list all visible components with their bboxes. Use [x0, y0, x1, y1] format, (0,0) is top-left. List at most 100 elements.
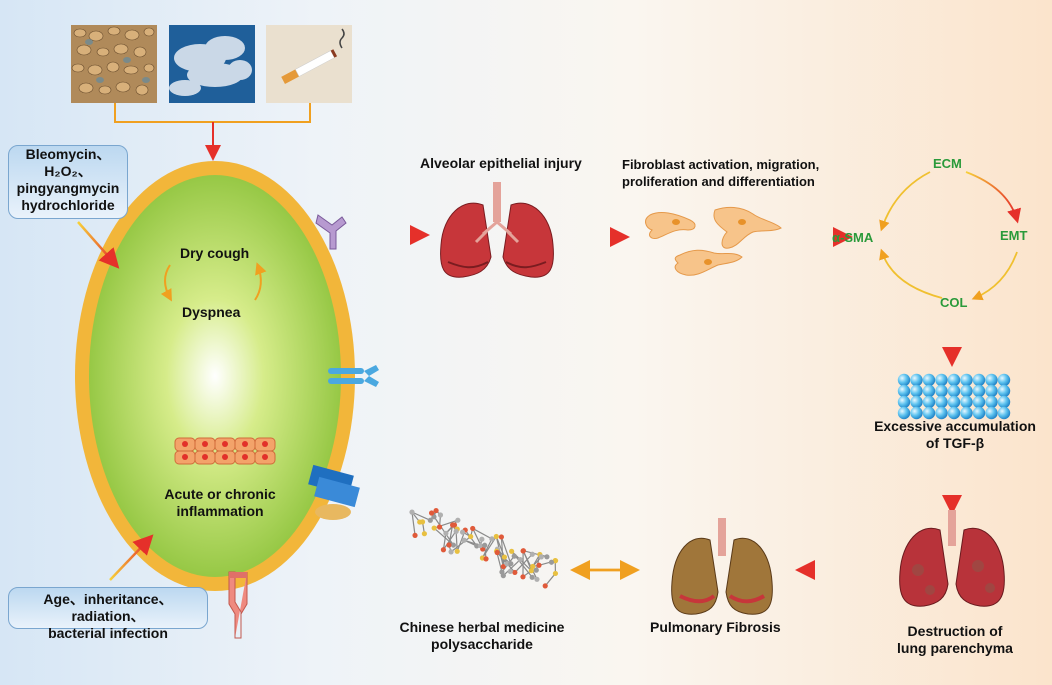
atom [443, 530, 449, 536]
sphere [947, 384, 961, 398]
atom [489, 536, 495, 542]
sphere [922, 406, 936, 420]
bond [472, 527, 493, 540]
atom [544, 554, 550, 560]
cigarette-photo [266, 25, 352, 103]
destruction-label: Destruction of lung parenchyma [880, 623, 1030, 657]
atom [428, 510, 435, 516]
atom [483, 556, 489, 562]
sphere [972, 384, 986, 398]
atom [448, 549, 454, 555]
atom [504, 561, 510, 567]
cell-body [89, 175, 341, 577]
gravel-photo [71, 25, 157, 103]
atom [477, 542, 483, 549]
fibrotic-lung-icon [671, 518, 773, 615]
destruction-line: lung parenchyma [897, 640, 1013, 656]
atom [520, 548, 526, 554]
atom [454, 548, 460, 554]
bond [544, 573, 556, 587]
atom [548, 559, 555, 565]
atom [455, 517, 461, 523]
fibroblast-line: Fibroblast activation, migration, [622, 157, 820, 172]
inflammation-label: Acute or chronic inflammation [160, 486, 280, 520]
sphere [985, 373, 998, 387]
sphere [910, 373, 923, 387]
receptor-icon [308, 464, 360, 520]
cycle-col: COL [940, 295, 968, 310]
atom [461, 537, 467, 543]
atom [530, 563, 536, 570]
herbal-line: Chinese herbal medicine [399, 619, 565, 635]
atom [433, 507, 439, 514]
atom [431, 514, 437, 520]
atom [437, 512, 444, 518]
chemical-causes-box: Bleomycin、 H₂O₂、 pingyangmycin hydrochlo… [8, 145, 128, 219]
sphere [910, 406, 923, 420]
atom [552, 570, 559, 577]
atom [453, 528, 459, 535]
atom [529, 574, 535, 580]
inflammation-line: inflammation [176, 503, 264, 519]
sphere [972, 406, 986, 420]
atom [446, 542, 452, 548]
bond [500, 536, 512, 564]
atom [498, 534, 505, 540]
atom [520, 574, 526, 580]
sphere [960, 384, 973, 398]
atom [538, 554, 544, 560]
atom [501, 554, 508, 560]
sphere [910, 395, 923, 409]
sphere [947, 406, 961, 420]
tgf-beta-sphere-grid [897, 373, 1011, 420]
sphere [897, 395, 911, 409]
atom [534, 576, 540, 582]
atom [511, 553, 517, 559]
atom [470, 525, 476, 532]
cause-line: H₂O₂、 [44, 163, 92, 179]
destruction-line: Destruction of [907, 623, 1003, 639]
sphere [960, 406, 973, 420]
other-causes-box: Age、inheritance、radiation、 bacterial inf… [8, 587, 208, 641]
receptor-icon [315, 214, 347, 250]
bond [502, 559, 521, 577]
bond [411, 511, 431, 521]
receptor-icon [228, 571, 248, 639]
cycle-emt: EMT [1000, 228, 1028, 243]
tgf-beta-label: Excessive accumulation of TGF-β [860, 418, 1050, 452]
atom [431, 525, 437, 531]
sphere [997, 406, 1011, 420]
atom [536, 562, 542, 568]
atom [500, 573, 506, 579]
atom [493, 533, 499, 540]
sphere [997, 395, 1011, 409]
sphere [947, 373, 961, 387]
bond [448, 524, 454, 546]
symptom-dry-cough: Dry cough [180, 245, 250, 261]
sphere [935, 373, 948, 387]
atom [459, 529, 466, 535]
atom [512, 569, 518, 576]
sphere [935, 395, 948, 409]
cycle-ecm: ECM [933, 156, 962, 171]
sphere [972, 373, 986, 387]
atom [509, 548, 515, 554]
sphere [947, 395, 961, 409]
atom [468, 533, 474, 540]
bond [522, 550, 538, 580]
fibroblast-line: proliferation and differentiation [622, 174, 815, 189]
sphere [960, 373, 973, 387]
herbal-line: polysaccharide [431, 636, 533, 652]
sphere [985, 395, 998, 409]
atom [508, 561, 514, 567]
atom [517, 556, 523, 563]
atom [529, 551, 535, 557]
inflammation-line: Acute or chronic [164, 486, 276, 502]
smog-photo [169, 25, 255, 103]
bond [433, 527, 454, 546]
bond [411, 512, 416, 536]
sphere [935, 384, 948, 398]
sphere [922, 395, 936, 409]
